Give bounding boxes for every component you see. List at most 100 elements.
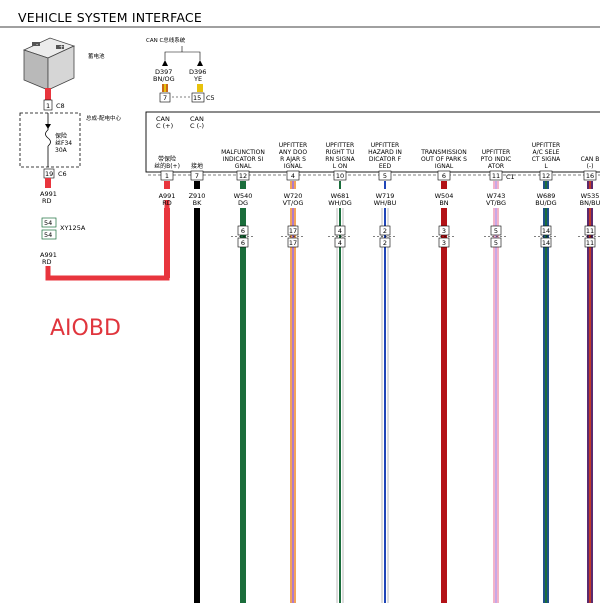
pin2-number-7: 5 [494,227,498,235]
pin-wire-tracer-9 [589,208,591,603]
pin3-number-2: 6 [241,239,245,247]
pin-number-6: 6 [442,172,446,180]
pin-circuit-5: W719 [376,192,395,200]
fuse-symbol [45,113,51,167]
pin-color-0: RD [162,199,172,207]
pin-number-2: 12 [239,172,247,180]
svg-text:-: - [36,41,38,48]
pin3-box-6 [438,237,450,248]
pin3-number-6: 3 [442,239,446,247]
pin-box-4 [333,170,347,181]
pin-box-1 [190,170,204,181]
pin2-box-5 [379,225,391,236]
pin-wire-stub-2 [240,181,246,189]
pin-box-5 [378,170,392,181]
pin-number-5: 5 [383,172,387,180]
pin2-box-2 [237,225,249,236]
pin-label-9-0: CAN B [581,156,600,163]
pin-label-2-0: MALFUNCTION [221,149,265,156]
pin-circuit-9: W535 [581,192,600,200]
feed-color: RD [42,197,52,205]
pin3-box-8 [540,237,552,248]
pin-wire-stripe-4 [339,181,341,189]
can-hi-color: BN/OG [153,75,175,83]
pin2-number-8: 14 [542,227,550,235]
pin-wire-6 [441,208,447,603]
pin-color-7: VT/BG [486,199,506,207]
can-bus-title: CAN C总线系统 [146,36,186,44]
pin-wire-tracer-5 [384,208,386,603]
battery-wire [45,88,51,102]
pin2-box-7 [490,225,502,236]
pin-wire-stripe-9 [589,181,591,189]
pin-number-9: 16 [586,172,594,180]
pin-label-7-0: UPFITTER [482,149,510,156]
pin-label-6-2: IGNAL [435,163,454,170]
pin-label-7-2: ATOR [488,163,504,170]
pin-color-5: WH/BU [374,199,397,207]
pin2-number-3: 17 [289,227,297,235]
distribution-center-box [19,112,81,168]
fuse-name-line1: 保险 [55,132,67,140]
feed-wire-loop [45,200,170,281]
pin-circuit-1: Z910 [189,192,206,200]
pin-wire-stripe-3 [292,181,294,189]
can-lo-wire [197,84,203,92]
pin-box-0 [160,170,174,181]
pin-label-6-0: TRANSMISSION [420,149,467,156]
pin-label-4-2: RN SIGNA [325,156,355,163]
pin2-box-6 [438,225,450,236]
pin-label-1-0: 接地 [191,162,203,170]
pin-wire-0 [164,208,170,278]
pin-wire-1 [194,208,200,603]
can-lo-color: YE [193,75,202,83]
pin-label-3-2: R AJAR S [280,156,306,163]
battery-icon: - + [22,37,76,91]
pin-color-6: BN [439,199,448,207]
pin-color-2: DG [238,199,248,207]
pin3-box-4 [334,237,346,248]
can-hi-pin: 7 [163,94,167,102]
pin-color-8: BU/DG [535,199,556,207]
pin-label-8-3: L [544,163,548,170]
pin-label-5-0: UPFITTER [371,142,399,149]
pin-label-8-2: CT SIGNA [532,156,561,163]
pin-circuit-8: W689 [537,192,556,200]
pin-color-3: VT/OG [283,199,304,207]
module-connector: C1 [506,173,515,181]
pin-label-4-3: L ON [333,163,347,170]
splice-pin-top: 54 [44,219,52,227]
pin-color-4: WH/DG [328,199,352,207]
pin-label-6-1: OUT OF PARK S [421,156,467,163]
pin2-number-4: 4 [338,227,342,235]
pin-number-4: 10 [336,172,344,180]
pin3-number-3: 17 [289,239,297,247]
feed-color-after: RD [42,258,52,266]
pin-label-3-1: ANY DOO [279,149,308,156]
can-lo-signal-line2: C (-) [190,122,204,130]
can-lo-pin: 15 [193,94,201,102]
fuse-top-connector: C8 [56,102,65,110]
pin-label-3-0: UPFITTER [279,142,307,149]
pin-number-7: 11 [492,172,500,180]
pin-number-1: 7 [195,172,199,180]
splice-name: XY125A [60,224,86,232]
pin3-number-5: 2 [383,239,387,247]
pin3-box-5 [379,237,391,248]
pin-box-8 [539,170,553,181]
fuse-rating: 30A [55,147,68,154]
can-connector: C5 [206,94,215,102]
watermark-logo: AIOBD [50,316,121,341]
can-hi-signal-line1: CAN [156,115,170,123]
pin-label-8-0: UPFITTER [532,142,560,149]
pin2-number-5: 2 [383,227,387,235]
pin-wire-tracer-3 [292,208,294,603]
feed-wire-upper [45,178,51,188]
pin-number-0: 1 [165,172,169,180]
pin-columns: 带保险丝的B(+)1A991RD接地7Z910BKMALFUNCTIONINDI… [154,142,600,603]
pin-box-2 [236,170,250,181]
pin-color-1: BK [193,199,202,207]
pin-label-0-1: 丝的B(+) [154,162,180,170]
